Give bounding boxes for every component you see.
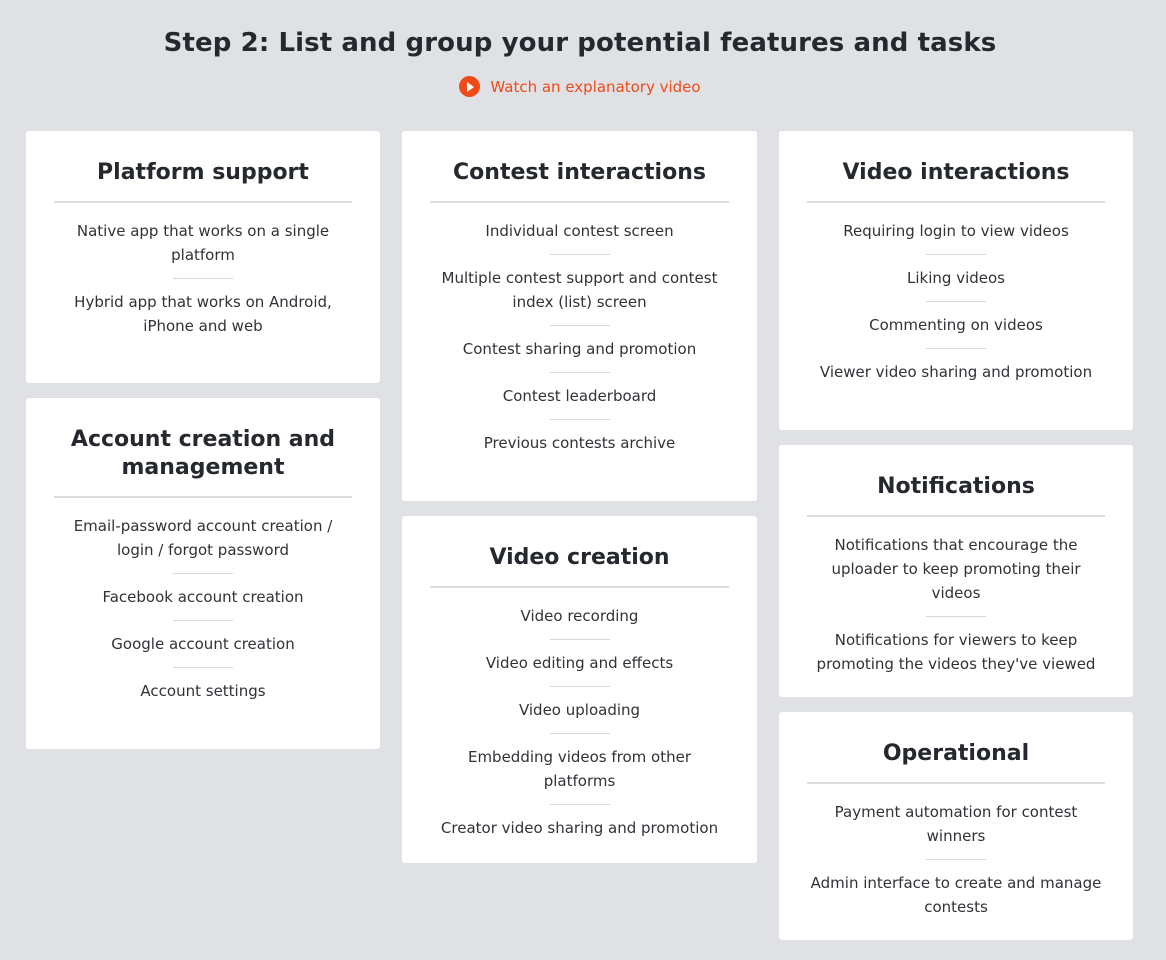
list-item: Requiring login to view videos: [843, 222, 1069, 240]
card-title: Video creation: [430, 544, 729, 588]
list-item: Hybrid app that works on Android, iPhone…: [54, 278, 352, 338]
card-title: Contest interactions: [430, 159, 729, 203]
watch-video-label: Watch an explanatory video: [490, 77, 701, 96]
list-item: Video uploading: [430, 686, 729, 722]
feature-list: Video recording Video editing and effect…: [430, 604, 729, 840]
list-item: Commenting on videos: [807, 301, 1105, 337]
list-item: Email-password account creation / login …: [73, 517, 333, 559]
card-video-creation: Video creation Video recording Video edi…: [402, 516, 757, 863]
list-item: Video recording: [520, 607, 639, 625]
card-account-creation: Account creation and management Email-pa…: [26, 398, 380, 749]
card-contest-interactions: Contest interactions Individual contest …: [402, 131, 757, 501]
play-icon: [459, 76, 481, 97]
list-item: Viewer video sharing and promotion: [807, 348, 1105, 384]
card-notifications: Notifications Notifications that encoura…: [779, 445, 1133, 697]
list-item: Previous contests archive: [430, 419, 729, 455]
list-item: Facebook account creation: [54, 573, 352, 609]
page-title: Step 2: List and group your potential fe…: [163, 28, 997, 58]
list-item: Notifications that encourage the uploade…: [831, 536, 1081, 602]
list-item: Creator video sharing and promotion: [430, 804, 729, 840]
list-item: Embedding videos from other platforms: [430, 733, 729, 793]
feature-list: Notifications that encourage the uploade…: [807, 533, 1105, 676]
list-item: Payment automation for contest winners: [834, 803, 1078, 845]
card-title: Account creation and management: [54, 426, 352, 498]
card-operational: Operational Payment automation for conte…: [779, 712, 1133, 940]
list-item: Multiple contest support and contest ind…: [430, 254, 729, 314]
card-title: Notifications: [807, 473, 1105, 517]
card-title: Video interactions: [807, 159, 1105, 203]
list-item: Video editing and effects: [430, 639, 729, 675]
feature-list: Email-password account creation / login …: [54, 514, 352, 703]
list-item: Google account creation: [54, 620, 352, 656]
list-item: Individual contest screen: [485, 222, 674, 240]
list-item: Contest leaderboard: [430, 372, 729, 408]
list-item: Liking videos: [807, 254, 1105, 290]
feature-list: Native app that works on a single platfo…: [54, 219, 352, 338]
list-item: Native app that works on a single platfo…: [76, 222, 330, 264]
card-title: Platform support: [54, 159, 352, 203]
watch-video-link[interactable]: Watch an explanatory video: [0, 76, 1160, 97]
list-item: Contest sharing and promotion: [430, 325, 729, 361]
card-platform-support: Platform support Native app that works o…: [26, 131, 380, 383]
list-item: Admin interface to create and manage con…: [807, 859, 1105, 919]
feature-list: Individual contest screen Multiple conte…: [430, 219, 729, 455]
list-item: Account settings: [54, 667, 352, 703]
feature-list: Payment automation for contest winners A…: [807, 800, 1105, 919]
feature-list: Requiring login to view videos Liking vi…: [807, 219, 1105, 384]
card-title: Operational: [807, 740, 1105, 784]
list-item: Notifications for viewers to keep promot…: [807, 616, 1105, 676]
card-video-interactions: Video interactions Requiring login to vi…: [779, 131, 1133, 430]
